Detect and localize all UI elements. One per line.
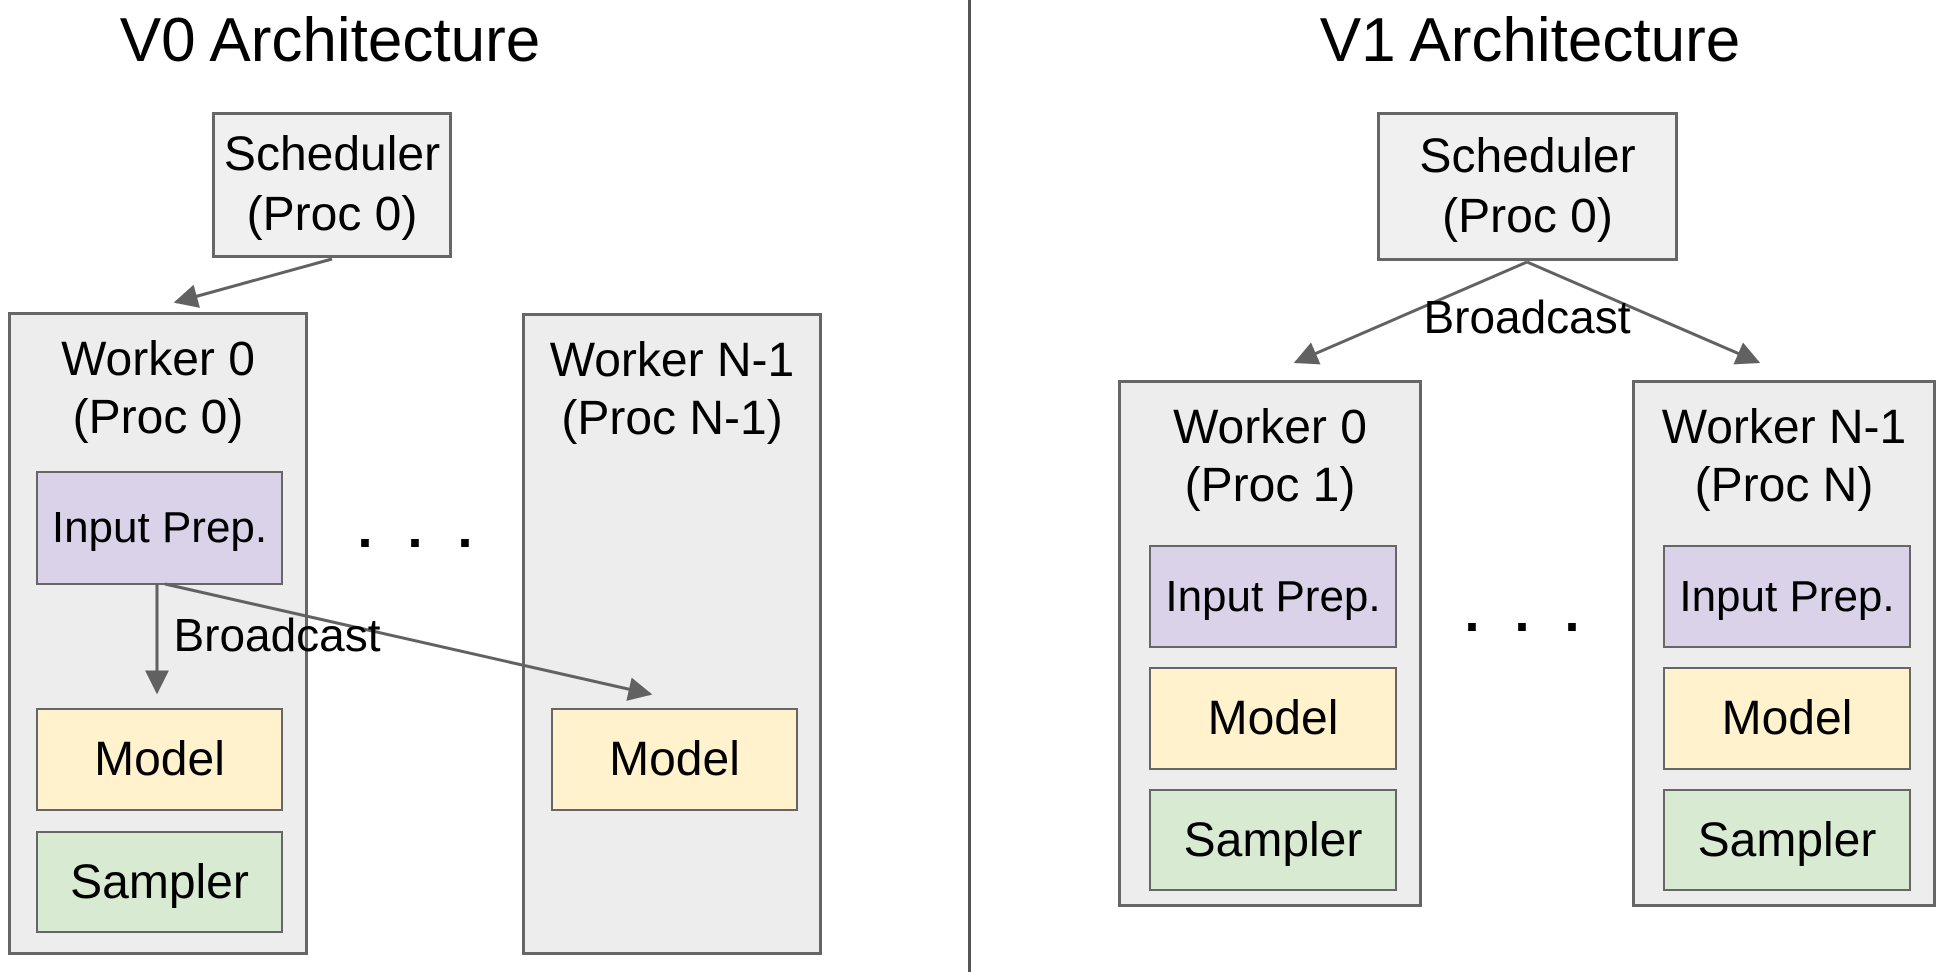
- v0-worker0-label: Worker 0 (Proc 0): [11, 315, 305, 447]
- v1-worker0-box: Worker 0 (Proc 1) Input Prep. Model Samp…: [1118, 380, 1422, 907]
- v1-workerN-line2: (Proc N): [1694, 459, 1874, 513]
- v0-broadcast-label: Broadcast: [173, 609, 381, 661]
- v1-workerN-input-prep-box: Input Prep.: [1663, 545, 1911, 648]
- v0-workerN-line2: (Proc N-1): [561, 392, 783, 446]
- v0-ellipsis-dots: . . .: [357, 499, 483, 559]
- v0-scheduler-box: Scheduler (Proc 0): [212, 112, 452, 258]
- v1-broadcast-label: Broadcast: [1423, 291, 1631, 343]
- v1-worker0-line2: (Proc 1): [1184, 459, 1356, 513]
- v0-worker0-line2: (Proc 0): [72, 391, 244, 445]
- v1-worker0-line1: Worker 0: [1173, 401, 1367, 454]
- v1-workerN-sampler-box: Sampler: [1663, 789, 1911, 891]
- arrow-v0-scheduler-to-worker0: [173, 257, 333, 308]
- v1-worker0-input-prep-box: Input Prep.: [1149, 545, 1397, 648]
- v1-ellipsis-dots: . . .: [1464, 583, 1590, 643]
- v0-workerN-model-box: Model: [551, 708, 798, 811]
- v1-workerN-box: Worker N-1 (Proc N) Input Prep. Model Sa…: [1632, 380, 1936, 907]
- v0-worker0-input-prep-box: Input Prep.: [36, 471, 283, 585]
- v1-workerN-label: Worker N-1 (Proc N): [1635, 383, 1933, 515]
- v0-scheduler-line1: Scheduler: [223, 128, 441, 181]
- v0-worker0-line1: Worker 0: [61, 333, 255, 386]
- v0-worker0-sampler-box: Sampler: [36, 831, 283, 933]
- v1-title: V1 Architecture: [1319, 6, 1741, 75]
- v0-scheduler-line2: (Proc 0): [246, 188, 418, 241]
- v1-worker0-model-box: Model: [1149, 667, 1397, 770]
- v0-workerN-box: Worker N-1 (Proc N-1) Model: [522, 313, 822, 955]
- v1-scheduler-line2: (Proc 0): [1442, 189, 1613, 243]
- v1-scheduler-line1: Scheduler: [1419, 129, 1636, 183]
- v1-scheduler-box: Scheduler (Proc 0): [1377, 112, 1678, 261]
- v0-worker0-model-box: Model: [36, 708, 283, 811]
- v0-workerN-line1: Worker N-1: [549, 334, 795, 387]
- v0-workerN-label: Worker N-1 (Proc N-1): [525, 316, 819, 448]
- v1-worker0-label: Worker 0 (Proc 1): [1121, 383, 1419, 515]
- v1-worker0-sampler-box: Sampler: [1149, 789, 1397, 891]
- v0-title: V0 Architecture: [119, 6, 541, 75]
- v1-workerN-model-box: Model: [1663, 667, 1911, 770]
- v1-workerN-line1: Worker N-1: [1661, 401, 1907, 454]
